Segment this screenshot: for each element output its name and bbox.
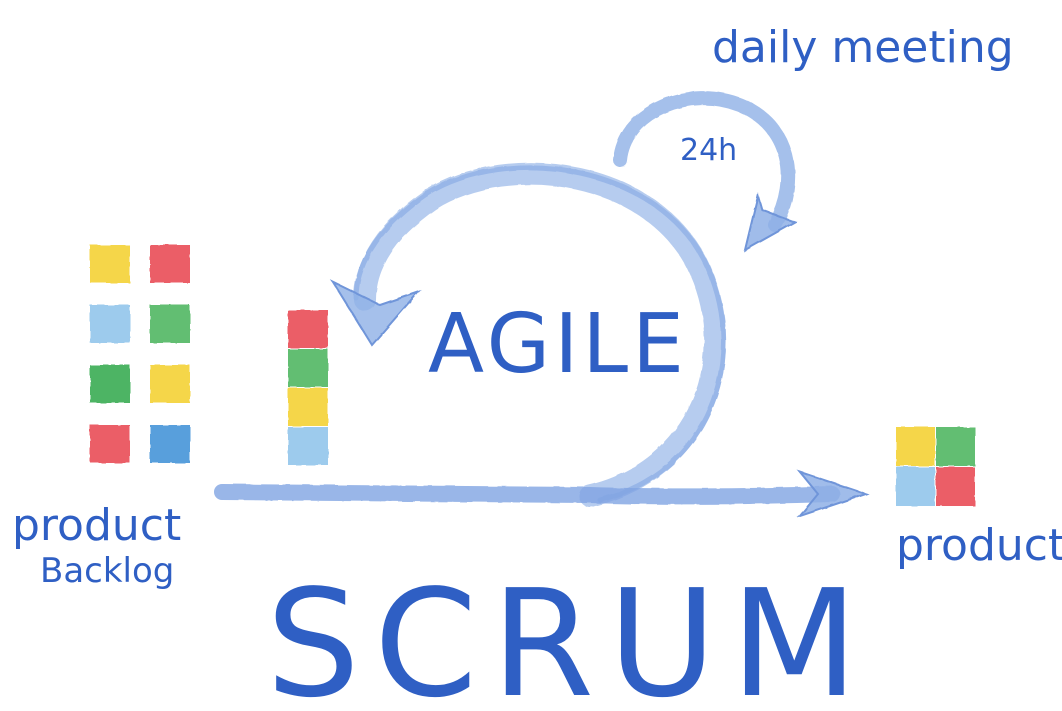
main-flow-arrow	[214, 469, 870, 519]
scrum-title: SCRUM	[266, 558, 872, 711]
backlog-item-square	[150, 245, 190, 283]
backlog-item-square	[90, 305, 130, 343]
product-output-label: product	[896, 520, 1062, 571]
backlog-item-square	[90, 245, 130, 283]
sprint-backlog-stack	[288, 310, 328, 465]
backlog-item-square	[90, 365, 130, 403]
backlog-label-line1: product	[12, 500, 181, 551]
agile-label: AGILE	[428, 297, 688, 392]
backlog-item-square	[90, 425, 130, 463]
cycle-arrowhead	[330, 279, 422, 347]
sprint-item-square	[288, 427, 328, 465]
backlog-label-line2: Backlog	[40, 551, 174, 591]
product-item-square	[896, 467, 935, 506]
sprint-item-square	[288, 310, 328, 348]
product-item-square	[936, 427, 975, 466]
daily-meeting-label: daily meeting	[712, 22, 1014, 73]
sprint-item-square	[288, 388, 328, 426]
backlog-item-square	[150, 365, 190, 403]
product-item-square	[896, 427, 935, 466]
product-item-square	[936, 467, 975, 506]
product-backlog-grid	[90, 245, 190, 463]
sprint-item-square	[288, 349, 328, 387]
main-arrowhead	[797, 469, 870, 519]
product-increment-grid	[896, 427, 975, 506]
backlog-item-square	[150, 425, 190, 463]
cycle-time-label: 24h	[680, 133, 737, 168]
sprint-cycle-arrow	[330, 162, 727, 507]
backlog-item-square	[150, 305, 190, 343]
daily-arrowhead	[743, 192, 798, 252]
daily-meeting-arrow	[613, 91, 798, 252]
